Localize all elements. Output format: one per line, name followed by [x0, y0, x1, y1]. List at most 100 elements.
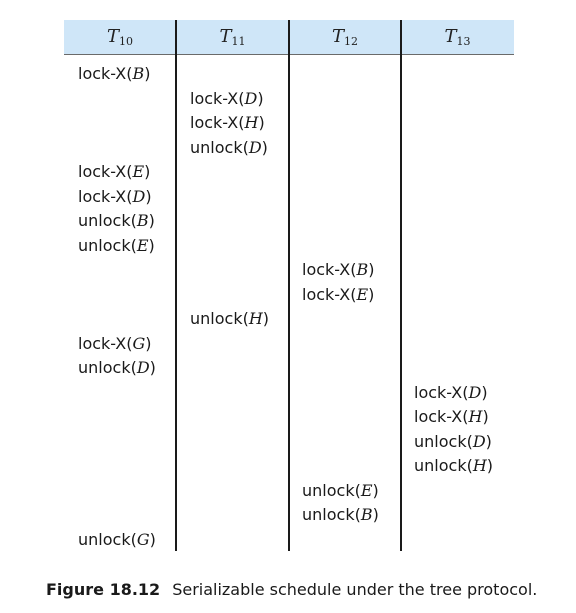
close-paren: )	[145, 333, 152, 353]
data-item: G	[136, 529, 150, 549]
operation-name: lock-X	[78, 162, 127, 181]
column-header-t11: T11	[176, 20, 289, 54]
operation-name: unlock	[190, 309, 243, 328]
schedule-step: lock-X(E)	[302, 285, 374, 305]
open-paren: (	[350, 260, 357, 279]
column-header-t10: T10	[64, 20, 176, 54]
close-paren: )	[145, 186, 152, 206]
column-divider	[175, 20, 177, 551]
operation-name: lock-X	[414, 382, 463, 402]
close-paren: )	[149, 529, 156, 549]
close-paren: )	[481, 382, 488, 402]
column-header-name: T	[106, 26, 119, 47]
open-paren: (	[130, 358, 137, 377]
data-item: H	[248, 309, 263, 328]
schedule-step: lock-X(D)	[78, 187, 152, 207]
schedule-step: unlock(H)	[414, 456, 493, 476]
schedule-step: unlock(H)	[190, 309, 269, 329]
data-item: B	[360, 505, 373, 524]
close-paren: )	[144, 162, 151, 181]
operation-name: lock-X	[78, 64, 127, 83]
open-paren: (	[350, 284, 357, 304]
open-paren: (	[130, 529, 137, 549]
operation-name: unlock	[78, 358, 131, 377]
schedule-step: unlock(G)	[78, 530, 156, 550]
data-item: G	[132, 333, 146, 353]
operation-name: unlock	[302, 480, 355, 500]
close-paren: )	[486, 456, 494, 475]
operation-name: unlock	[78, 529, 131, 549]
operation-name: lock-X	[190, 88, 239, 108]
column-header-name: T	[219, 26, 232, 47]
column-header-name: T	[331, 26, 344, 47]
close-paren: )	[368, 260, 375, 279]
column-header-subscript: 13	[456, 35, 471, 48]
operation-name: lock-X	[302, 260, 351, 279]
data-item: D	[472, 431, 486, 451]
close-paren: )	[262, 309, 270, 328]
open-paren: (	[462, 407, 469, 426]
open-paren: (	[126, 162, 133, 181]
schedule-step: unlock(D)	[414, 432, 492, 452]
operation-name: lock-X	[78, 186, 127, 206]
data-item: B	[132, 64, 145, 83]
data-item: E	[132, 162, 145, 181]
column-header-subscript: 10	[119, 35, 133, 48]
data-item: D	[248, 137, 262, 157]
schedule-step: unlock(E)	[78, 236, 155, 256]
data-item: D	[468, 382, 482, 402]
data-item: E	[136, 235, 149, 255]
column-header-t12: T12	[289, 20, 401, 54]
schedule-step: lock-X(B)	[302, 260, 375, 280]
open-paren: (	[354, 480, 361, 500]
data-item: H	[244, 113, 259, 132]
open-paren: (	[126, 186, 133, 206]
data-item: B	[356, 260, 369, 279]
operation-name: unlock	[78, 235, 131, 255]
operation-name: unlock	[414, 431, 467, 451]
data-item: D	[244, 88, 258, 108]
figure-caption: Figure 18.12 Serializable schedule under …	[46, 580, 537, 599]
figure-caption-text: Serializable schedule under the tree pro…	[172, 580, 538, 599]
close-paren: )	[257, 88, 264, 108]
close-paren: )	[148, 211, 155, 230]
open-paren: (	[466, 431, 473, 451]
open-paren: (	[126, 64, 133, 83]
schedule-step: unlock(D)	[190, 138, 268, 158]
schedule-step: unlock(B)	[78, 211, 155, 231]
open-paren: (	[130, 235, 137, 255]
schedule-step: lock-X(D)	[414, 383, 488, 403]
open-paren: (	[466, 456, 473, 475]
close-paren: )	[261, 137, 268, 157]
column-divider	[400, 20, 402, 551]
data-item: E	[356, 284, 369, 304]
data-item: D	[136, 358, 150, 377]
data-item: E	[360, 480, 373, 500]
open-paren: (	[242, 137, 249, 157]
open-paren: (	[462, 382, 469, 402]
close-paren: )	[149, 358, 156, 377]
operation-name: unlock	[190, 137, 243, 157]
schedule-step: lock-X(G)	[78, 334, 152, 354]
close-paren: )	[482, 407, 489, 426]
close-paren: )	[148, 235, 155, 255]
open-paren: (	[238, 88, 245, 108]
operation-name: unlock	[302, 505, 355, 524]
data-item: H	[472, 456, 487, 475]
data-item: B	[136, 211, 149, 230]
operation-name: unlock	[78, 211, 131, 230]
schedule-step: unlock(E)	[302, 481, 379, 501]
column-header-t13: T13	[401, 20, 514, 54]
schedule-step: lock-X(H)	[414, 407, 489, 427]
schedule-step: unlock(D)	[78, 358, 156, 378]
column-header-subscript: 11	[231, 35, 246, 48]
close-paren: )	[372, 505, 379, 524]
operation-name: unlock	[414, 456, 467, 475]
schedule-step: lock-X(H)	[190, 113, 265, 133]
schedule-step: lock-X(D)	[190, 89, 264, 109]
operation-name: lock-X	[190, 113, 239, 132]
data-item: H	[468, 407, 483, 426]
schedule-step: lock-X(B)	[78, 64, 151, 84]
column-divider	[288, 20, 290, 551]
figure-label: Figure 18.12	[46, 580, 161, 599]
